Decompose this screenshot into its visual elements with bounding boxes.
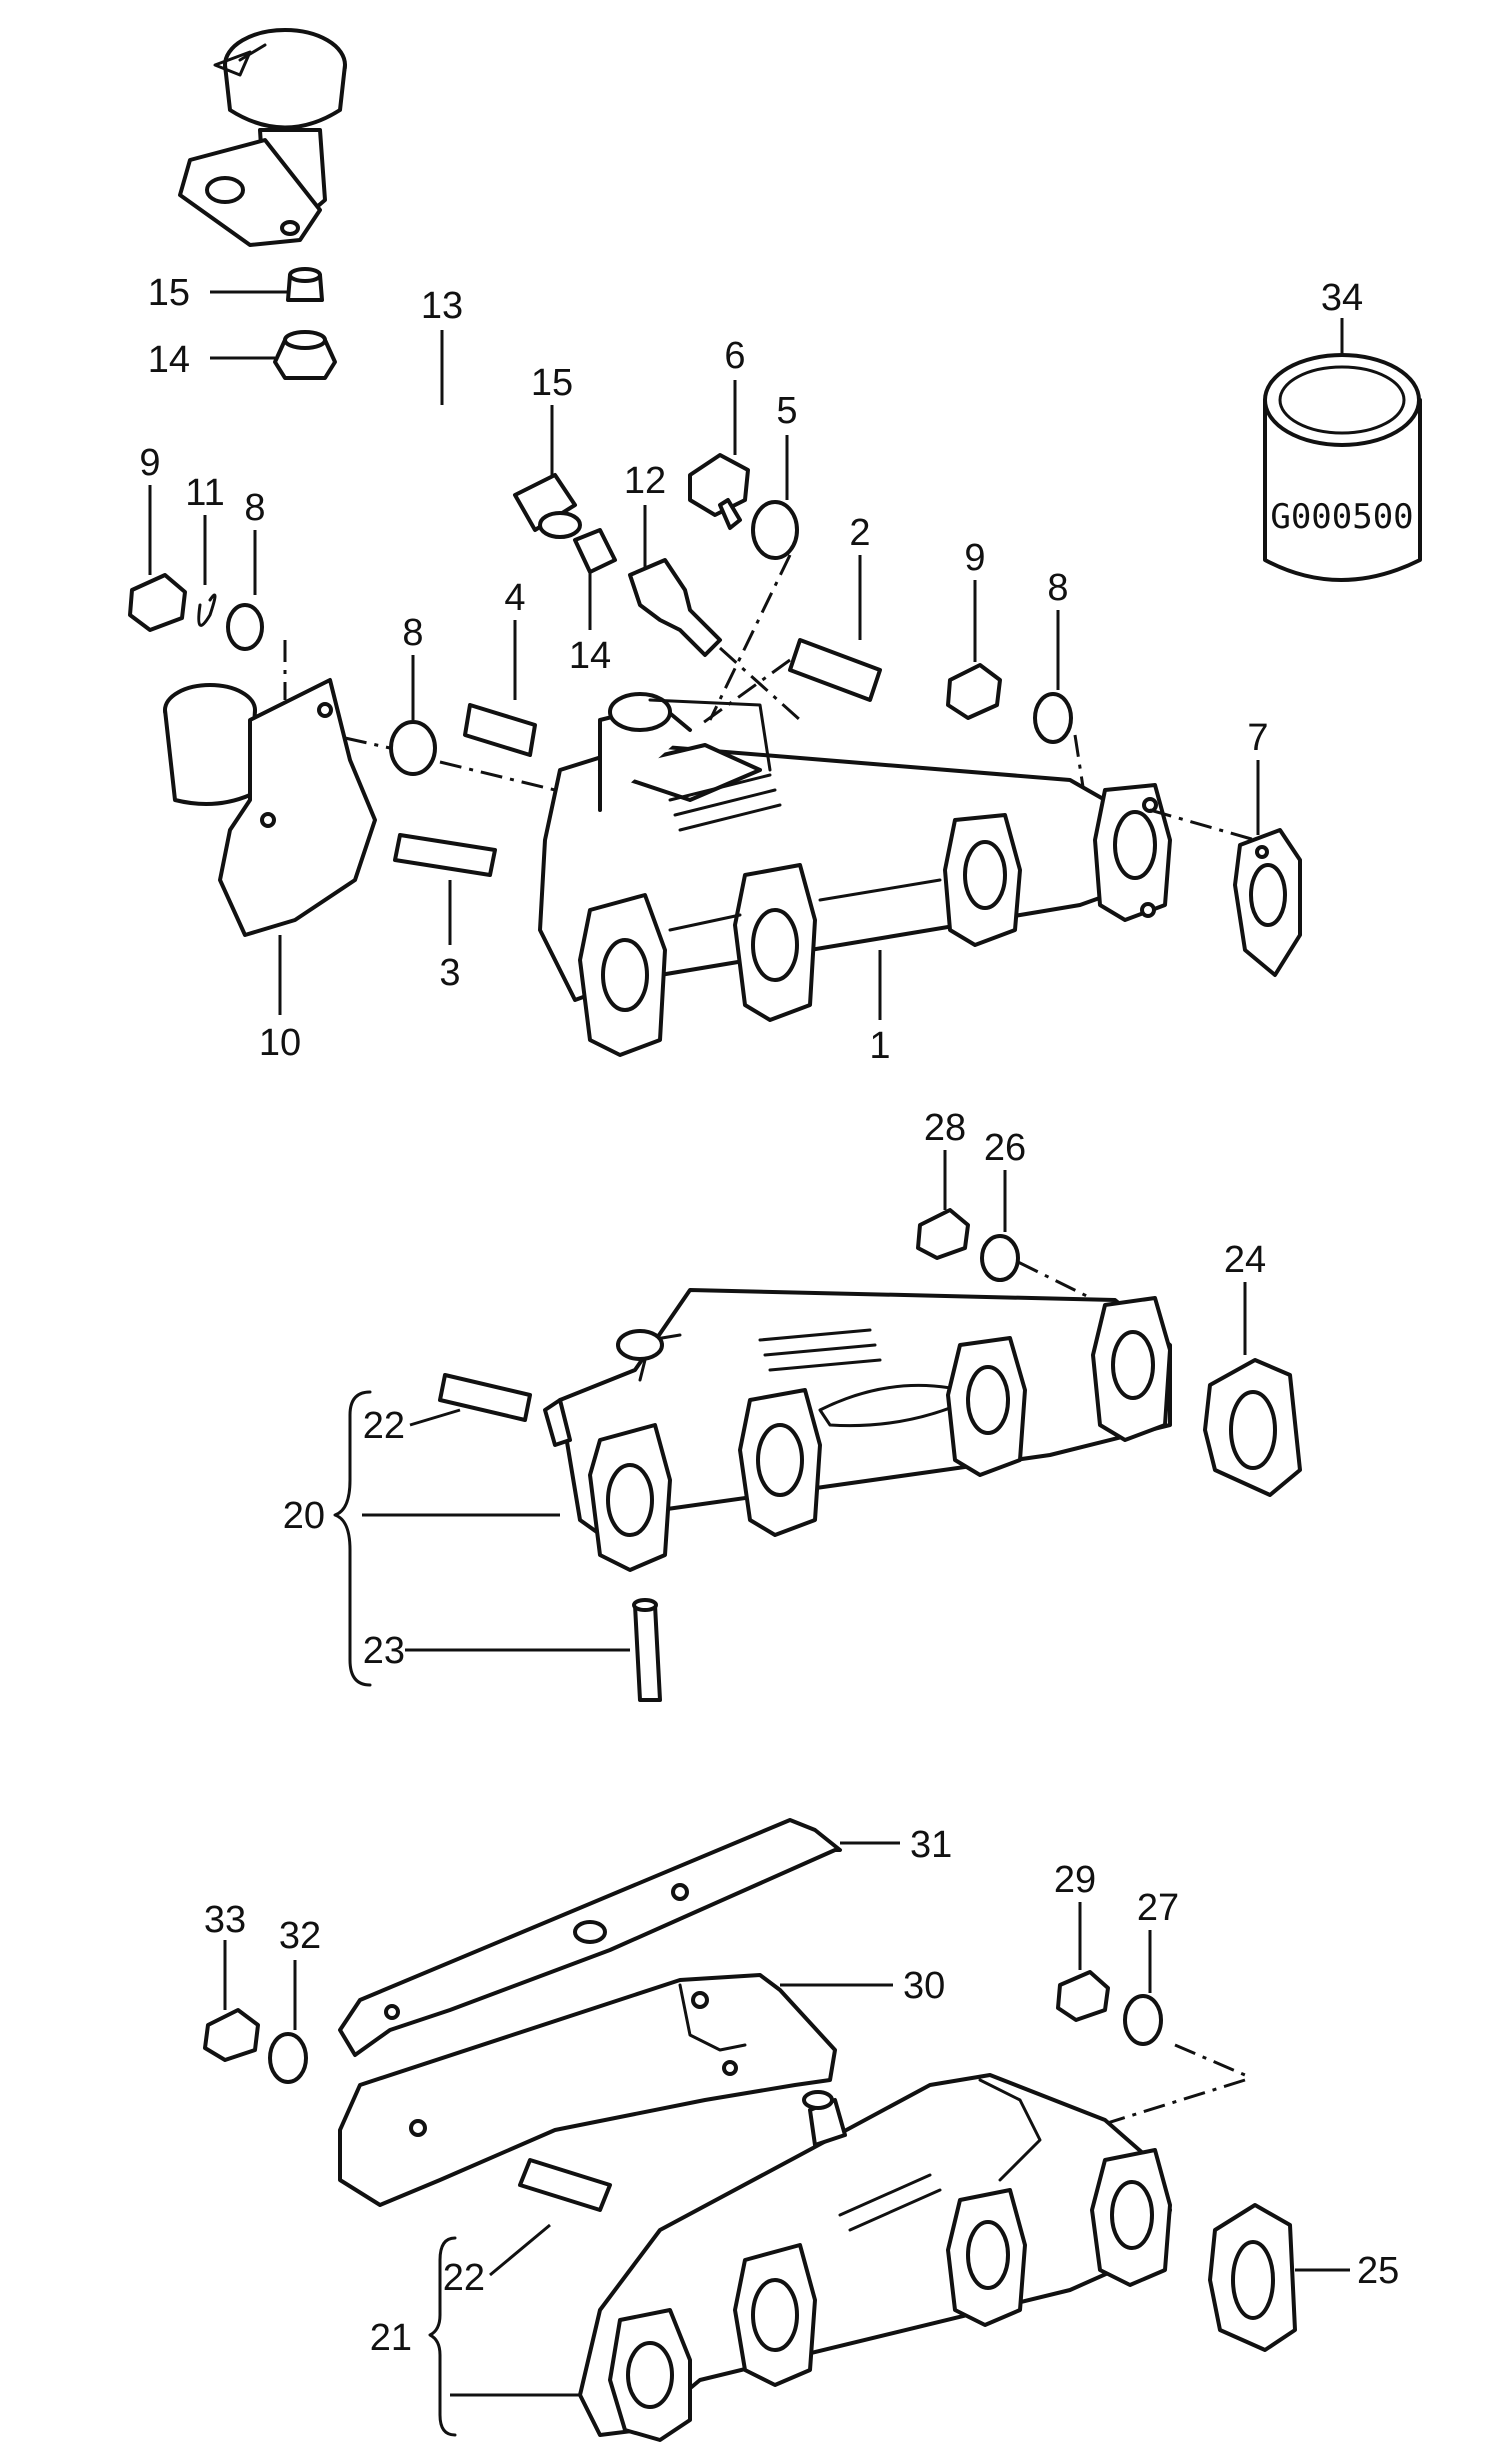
washer-5 [708, 435, 799, 721]
bolt-6 [688, 380, 750, 530]
callout-23: 23 [363, 1630, 405, 1672]
callout-14-lower: 14 [569, 635, 611, 677]
callout-31: 31 [910, 1824, 952, 1866]
callout-29: 29 [1054, 1859, 1096, 1901]
callout-15-lower: 15 [531, 362, 573, 404]
callout-5: 5 [776, 390, 797, 432]
callout-1: 1 [869, 1025, 890, 1067]
nut-9-left [128, 485, 187, 632]
callout-6: 6 [724, 335, 745, 377]
egr-valve [178, 28, 347, 247]
callout-labels: 15 14 13 15 6 5 34 9 11 8 12 2 14 4 9 8 … [139, 272, 1399, 2359]
callout-9-left: 9 [139, 442, 160, 484]
stud-4 [463, 620, 537, 757]
callout-15-upper: 15 [148, 272, 190, 314]
fitting-14-lower [573, 528, 617, 630]
exhaust-manifold-21 [578, 2073, 1172, 2442]
callout-10: 10 [259, 1022, 301, 1064]
nut-29 [1056, 1902, 1110, 2022]
stud-22-lower [489, 2158, 612, 2277]
nut-14-upper [210, 330, 337, 380]
callout-26: 26 [984, 1127, 1026, 1169]
stud-23 [405, 1598, 662, 1702]
callout-34: 34 [1321, 277, 1363, 319]
washer-26 [980, 1170, 1116, 1312]
callout-14-upper: 14 [148, 339, 190, 381]
washer-8-right [1033, 610, 1087, 801]
nut-9-right [946, 580, 1002, 720]
callout-11: 11 [185, 472, 224, 514]
washer-8-left [226, 530, 264, 651]
heat-shield-10 [163, 640, 377, 1015]
manifold-21-flanges [608, 2148, 1172, 2442]
callout-21: 21 [370, 2317, 412, 2359]
hose-13 [299, 330, 511, 482]
callout-28: 28 [924, 1107, 966, 1149]
clip-11 [197, 515, 217, 627]
box-code-label: G000500 [1270, 497, 1413, 537]
callout-22-upper: 22 [363, 1405, 405, 1447]
callout-8-left: 8 [244, 487, 265, 529]
gasket-25 [1208, 2203, 1350, 2352]
washer-32 [268, 1960, 308, 2084]
bracket-21 [428, 2236, 580, 2437]
heat-shield-31 [338, 1818, 900, 2057]
callout-8-middle: 8 [402, 612, 423, 654]
callout-2: 2 [849, 512, 870, 554]
callout-24: 24 [1224, 1239, 1266, 1281]
callout-32: 32 [279, 1915, 321, 1957]
bracket-20 [333, 1390, 560, 1687]
washer-27 [1084, 1930, 1246, 2132]
fitting-15-lower [513, 405, 582, 539]
callout-7: 7 [1247, 717, 1268, 759]
sensor-12 [628, 505, 802, 722]
nut-33 [203, 1940, 260, 2062]
stud-2 [699, 555, 882, 727]
stud-22-upper [409, 1373, 532, 1427]
callout-27: 27 [1137, 1887, 1179, 1929]
gasket-24 [1203, 1282, 1302, 1497]
callout-12: 12 [624, 460, 666, 502]
callout-30: 30 [903, 1965, 945, 2007]
nut-28 [916, 1150, 970, 1260]
callout-4: 4 [504, 577, 525, 619]
washer-8-middle [344, 655, 556, 792]
manifold-flanges [578, 783, 1172, 1057]
fitting-15-upper [210, 267, 324, 302]
heat-shield-30 [338, 1973, 893, 2207]
manifold-20-flanges [588, 1296, 1172, 1572]
callout-20: 20 [283, 1495, 325, 1537]
callout-9-right: 9 [964, 537, 985, 579]
parts-kit-box-34: G000500 [1263, 318, 1422, 582]
exhaust-manifold-20 [543, 1288, 1172, 1572]
callout-33: 33 [204, 1899, 246, 1941]
gasket-7 [1233, 760, 1302, 977]
callout-13: 13 [421, 285, 463, 327]
stud-3 [393, 833, 497, 945]
callout-25: 25 [1357, 2250, 1399, 2292]
exhaust-manifold-1 [538, 692, 1291, 1057]
callout-8-right: 8 [1047, 567, 1068, 609]
callout-22-lower: 22 [443, 2257, 485, 2299]
callout-3: 3 [439, 952, 460, 994]
